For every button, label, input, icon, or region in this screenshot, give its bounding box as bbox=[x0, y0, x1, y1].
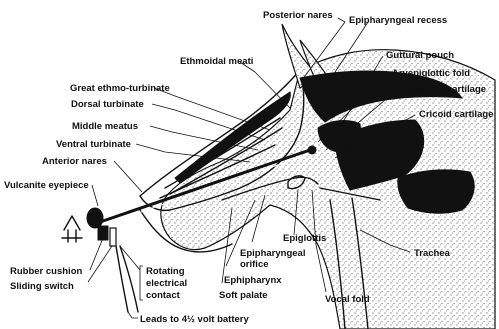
throat-dark-patch bbox=[398, 170, 474, 213]
label-vulcanite-eyepiece: Vulcanite eyepiece bbox=[4, 180, 89, 191]
label-ethmoidal-meati: Ethmoidal meati bbox=[180, 56, 253, 67]
label-rotating-contact-line1: Rotating bbox=[146, 266, 185, 277]
label-ventral-turbinate: Ventral turbinate bbox=[56, 139, 131, 150]
battery-leads bbox=[116, 246, 138, 312]
label-battery-leads: Leads to 4½ volt battery bbox=[140, 314, 249, 325]
label-anterior-nares: Anterior nares bbox=[42, 156, 107, 167]
label-great-ethmo-turbinate: Great ethmo-turbinate bbox=[70, 83, 170, 94]
label-ephipharynx: Ephipharynx bbox=[224, 275, 282, 286]
label-rotating-contact-line2: electrical bbox=[146, 278, 187, 289]
label-dorsal-turbinate: Dorsal turbinate bbox=[71, 99, 144, 110]
label-arytenoid-cartilage: Arytenoid cartilage bbox=[400, 84, 486, 95]
label-sliding-switch: Sliding switch bbox=[10, 281, 74, 292]
label-rubber-cushion: Rubber cushion bbox=[10, 266, 83, 277]
label-rotating-contact-line3: contact bbox=[146, 290, 181, 301]
label-epipharyngeal-recess: Epipharyngeal recess bbox=[349, 15, 447, 26]
label-cricoid-cartilage: Cricoid cartilage bbox=[419, 109, 493, 120]
label-vocal-fold: Vocal fold bbox=[325, 294, 370, 305]
endoscope-tip bbox=[308, 146, 316, 154]
label-trachea: Trachea bbox=[414, 248, 451, 259]
label-aryepiglottic-fold: Aryepiglottic fold bbox=[392, 68, 470, 79]
label-soft-palate: Soft palate bbox=[219, 290, 268, 301]
label-guttural-pouch: Guttural pouch bbox=[386, 50, 454, 61]
eye-icon bbox=[62, 216, 82, 242]
label-epipharyngeal-orifice-line1: Epipharyngeal bbox=[240, 248, 305, 259]
vulcanite-eyepiece-shape bbox=[87, 208, 103, 228]
label-middle-meatus: Middle meatus bbox=[72, 121, 138, 132]
sliding-switch-shape bbox=[110, 228, 116, 246]
label-posterior-nares: Posterior nares bbox=[263, 10, 333, 21]
rubber-cushion-shape bbox=[98, 226, 108, 240]
label-epipharyngeal-orifice-line2: orifice bbox=[240, 259, 269, 270]
label-epiglottis: Epiglottis bbox=[283, 233, 326, 244]
rotating-contact-bracket bbox=[140, 266, 143, 300]
